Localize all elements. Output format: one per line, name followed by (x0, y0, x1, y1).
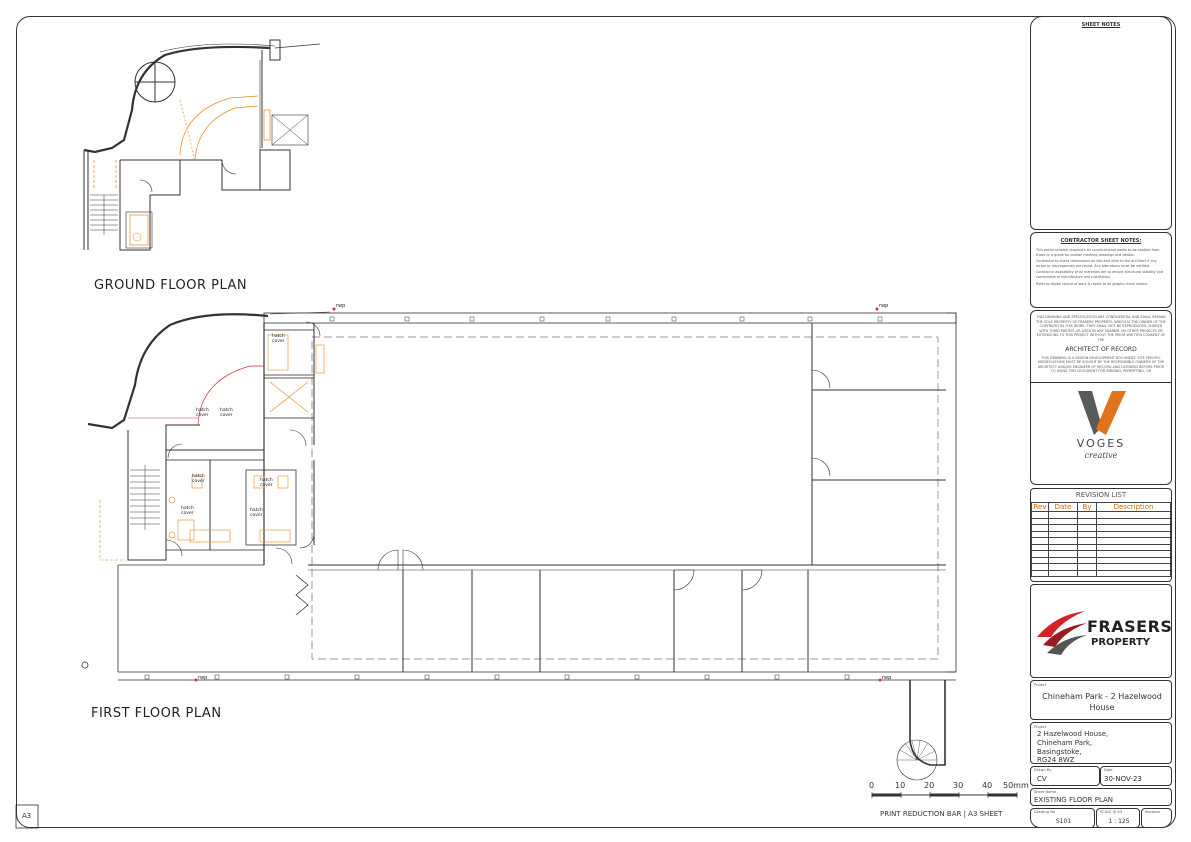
table-row (1031, 511, 1171, 519)
drawn-by-cell: Drawn By CV (1030, 766, 1100, 786)
address-line: 2 Hazelwood House, (1037, 730, 1109, 738)
rwp-label: rwp (882, 675, 892, 681)
hatch-cover-label: hatch cover (260, 478, 273, 488)
revision-col: Rev (1031, 502, 1049, 512)
frasers-logo-icon (1037, 611, 1087, 655)
client-logo-panel: FRASERS PROPERTY (1030, 584, 1172, 678)
scale-tick-label: 0 (869, 781, 875, 790)
table-row (1031, 556, 1171, 564)
contractor-notes-heading: CONTRACTOR SHEET NOTES: (1060, 238, 1142, 244)
contractor-note: This entire scheme drawing's all constru… (1036, 248, 1160, 257)
table-row (1031, 537, 1171, 545)
contractor-note: Contractor to check dimensions on site a… (1036, 259, 1157, 268)
project-name-panel: Project Chineham Park - 2 Hazelwood Hous… (1030, 680, 1172, 720)
revision-col: By (1077, 502, 1097, 512)
hatch-cover-label: hatch cover (250, 508, 263, 518)
revision-cell: Revision (1141, 808, 1172, 828)
table-row (1031, 530, 1171, 538)
sheet-name-value: EXISTING FLOOR PLAN (1034, 796, 1114, 804)
revision-col: Description (1096, 502, 1171, 512)
revision-col: Date (1048, 502, 1078, 512)
architect-heading: ARCHITECT OF RECORD (1065, 345, 1137, 353)
drawing-frame (16, 16, 1176, 828)
table-row (1031, 563, 1171, 571)
address-caption: Project (1034, 725, 1047, 729)
rwp-label: rwp (879, 303, 889, 309)
table-row (1031, 517, 1171, 525)
voges-v-icon (1078, 390, 1126, 435)
ground-floor-plan (83, 39, 321, 251)
table-row (1031, 569, 1171, 577)
voges-word: VOGES (1076, 436, 1126, 450)
revision-table: Rev Date By Description (1031, 502, 1171, 577)
drawn-by-value: CV (1037, 775, 1047, 783)
first-floor-plan-title: FIRST FLOOR PLAN (91, 706, 222, 721)
scale-bar-caption: PRINT REDUCTION BAR | A3 SHEET (880, 810, 1003, 818)
voges-sub: creative (1084, 450, 1118, 460)
ground-floor-plan-title: GROUND FLOOR PLAN (94, 278, 248, 293)
date-caption: Date (1104, 768, 1113, 772)
architect-note: THIS DRAWING IS A DESIGN DEVELOPMENT DOC… (1037, 355, 1165, 374)
sheet-notes-panel: SHEET NOTES (1030, 16, 1172, 230)
property-word: PROPERTY (1091, 637, 1151, 648)
scale-tick-label: 10 (895, 781, 906, 790)
first-floor-plan (81, 311, 957, 781)
scale-tick-label: 30 (953, 781, 964, 790)
copyright-note: THIS DRAWING AND SPECIFICATION ARE CONFI… (1036, 315, 1166, 342)
contractor-note: Contractor availability of all materials… (1036, 270, 1164, 279)
rwp-label: rwp (336, 303, 346, 309)
sheet-name-caption: Sheet Name (1034, 790, 1057, 794)
contractor-notes-panel: CONTRACTOR SHEET NOTES: This entire sche… (1030, 232, 1172, 308)
project-name: Chineham Park - 2 Hazelwood House (1042, 692, 1162, 712)
table-row (1031, 543, 1171, 551)
date-cell: Date 30-NOV-23 (1100, 766, 1172, 786)
drawn-by-caption: Drawn By (1034, 768, 1052, 772)
drawing-no-caption: Drawing No (1034, 810, 1055, 814)
drawing-no-value: S101 (1055, 818, 1072, 825)
hatch-cover-label: hatch cover (220, 408, 233, 418)
hatch-cover-label: hatch cover (181, 506, 194, 516)
scale-tick-label: 20 (924, 781, 935, 790)
contractor-note: Refer to digital record of work & report… (1036, 281, 1148, 286)
revision-list-heading: REVISION LIST (1075, 491, 1127, 499)
scale-value: 1 : 125 (1108, 818, 1130, 825)
scale-tick-label: 40 (982, 781, 993, 790)
revision-list-panel: REVISION LIST Rev Date By Description (1030, 488, 1172, 582)
hatch-cover-label: hatch cover (272, 334, 285, 344)
drawing-no-cell: Drawing No S101 (1030, 808, 1095, 828)
rwp-label: rwp (198, 675, 208, 681)
voges-logo: VOGES creative (1031, 381, 1171, 473)
sheet-name-cell: Sheet Name EXISTING FLOOR PLAN (1030, 788, 1172, 806)
sheet-notes-heading: SHEET NOTES (1081, 22, 1121, 28)
frasers-word: FRASERS (1087, 617, 1173, 636)
architect-panel: THIS DRAWING AND SPECIFICATION ARE CONFI… (1030, 310, 1172, 485)
revision-caption: Revision (1145, 810, 1161, 814)
scale-bar (871, 792, 1018, 798)
scale-tick-label: 50mm (1003, 781, 1029, 790)
hatch-cover-label: hatch cover (192, 474, 205, 484)
hatch-cover-label: hatch cover (196, 408, 209, 418)
address-panel: Project 2 Hazelwood House, Chineham Park… (1030, 722, 1172, 764)
address-line: RG24 8WZ (1037, 756, 1075, 764)
table-row (1031, 550, 1171, 558)
date-value: 30-NOV-23 (1104, 775, 1142, 783)
project-caption: Project (1034, 683, 1047, 687)
scale-cell: SCALE @ A3 1 : 125 (1096, 808, 1140, 828)
address-line: Basingstoke, (1037, 748, 1082, 756)
sheet-size-label: A3 (22, 812, 32, 820)
scale-caption: SCALE @ A3 (1100, 810, 1123, 814)
address-line: Chineham Park, (1037, 739, 1093, 747)
table-row (1031, 524, 1171, 532)
